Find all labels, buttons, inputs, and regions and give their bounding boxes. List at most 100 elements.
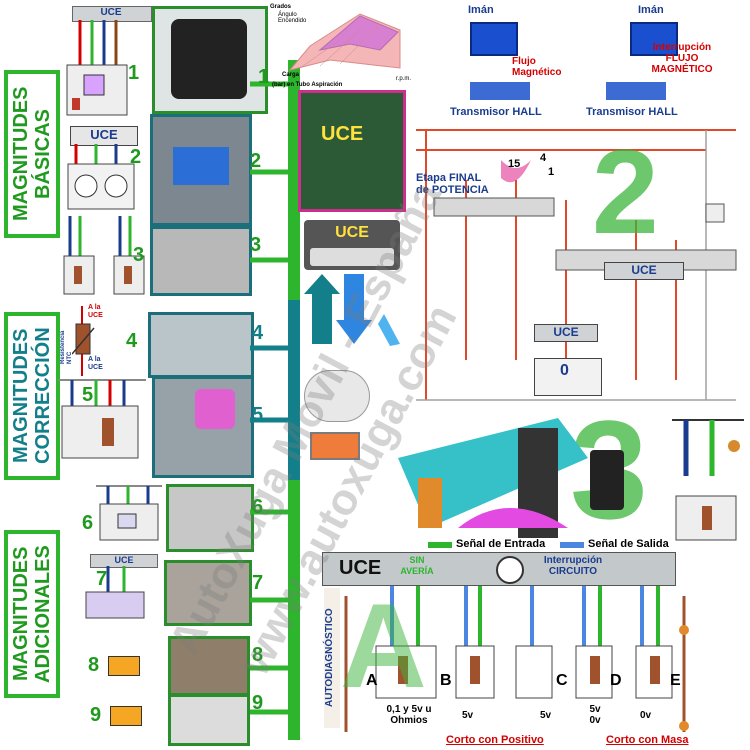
schematic-number-4: 4 <box>126 330 138 352</box>
photo-3-sensor <box>150 226 252 296</box>
schematic-number-3: 3 <box>133 244 145 266</box>
autodiag-circuits <box>344 586 689 732</box>
bus-number-5: 5 <box>252 404 264 426</box>
ignition-map: Grados Ángulo Encendido Carga r.p.m. (ba… <box>268 4 418 90</box>
schematic-number-8: 8 <box>88 654 100 676</box>
schematic-number-2: 2 <box>130 146 142 168</box>
schematic-number-5: 5 <box>82 384 94 406</box>
photo-2-flowmeter <box>150 114 252 226</box>
bus-number-9: 9 <box>252 692 264 714</box>
ecu-box-label: UCE <box>335 224 369 241</box>
schematic-number-9: 9 <box>90 704 102 726</box>
etapa-final-line1: Etapa FINAL <box>416 172 482 184</box>
schematic-number-7: 7 <box>96 568 108 590</box>
letter-a: A <box>366 672 378 689</box>
value-c: 5v <box>540 710 552 721</box>
ntc-a-la-bottom: A la UCE <box>88 356 103 371</box>
label-magnitudes-correccion-text: MAGNITUDES CORRECCIÓN <box>10 327 54 465</box>
photo-4-ntc <box>148 312 254 378</box>
label-magnitudes-basicas: MAGNITUDES BÁSICAS <box>4 70 60 238</box>
schematic-2-drawing <box>67 144 135 210</box>
photo-8-sender <box>168 636 250 696</box>
legend-salida: Señal de Salida <box>588 538 669 550</box>
bus-number-3: 3 <box>250 234 262 256</box>
corto-positivo: Corto con Positivo <box>446 734 544 746</box>
value-a: 0,1 y 5v u Ohmios <box>386 704 432 726</box>
value-b: 5v <box>462 710 474 721</box>
bus-number-6: 6 <box>252 496 264 518</box>
small-right-uce: UCE <box>534 324 598 342</box>
map-carga: Carga <box>282 72 300 78</box>
bus-number-2: 2 <box>250 150 262 172</box>
ntc-a-la-top: A la UCE <box>88 304 103 319</box>
hall-sensor-right <box>606 82 666 100</box>
uce-photo-label: UCE <box>321 123 364 145</box>
small-right-uce-body <box>534 358 602 396</box>
photo-1-throttle <box>152 6 268 114</box>
bottom-uce-label: UCE <box>339 557 382 579</box>
hall-iman-left: Imán <box>468 4 494 16</box>
small-right-zero: 0 <box>560 362 569 379</box>
corto-masa: Corto con Masa <box>606 734 689 746</box>
transistor-icon <box>496 556 524 584</box>
bus-number-8: 8 <box>252 644 264 666</box>
hall-transmisor-right: Transmisor HALL <box>586 106 678 118</box>
map-encendido: Encendido <box>278 18 307 24</box>
photo-5-mixer <box>152 376 254 478</box>
schematic-7-drawing <box>85 566 145 619</box>
switch-8-icon <box>108 656 140 676</box>
map-surface <box>288 13 401 71</box>
value-d: 5v 0v <box>589 704 601 726</box>
letter-b: B <box>440 672 452 689</box>
big-number-2: 2 <box>592 125 659 259</box>
hall-transmisor-left: Transmisor HALL <box>450 106 542 118</box>
map-rpm: r.p.m. <box>396 76 412 82</box>
photo-6-knock <box>166 484 254 552</box>
autodiagnostico-text: AUTODIAGNÓSTICO <box>324 608 335 708</box>
bus-number-1: 1 <box>258 66 270 88</box>
switch-9-icon <box>110 706 142 726</box>
photo-9-switch <box>168 694 250 746</box>
legend-entrada: Señal de Entrada <box>456 538 546 550</box>
letter-c: C <box>556 672 568 689</box>
ecu-arrows <box>304 274 400 346</box>
magnet-right-icon <box>630 22 678 56</box>
schematic-5-drawing <box>58 379 146 459</box>
uce-photo: UCE <box>298 90 406 212</box>
label-magnitudes-adicionales: MAGNITUDES ADICIONALES <box>4 530 60 698</box>
legend-entrada-swatch <box>428 542 452 548</box>
bus-number-7: 7 <box>252 572 264 594</box>
hall-sensor-left <box>470 82 530 100</box>
schematic-3-drawing <box>63 216 145 295</box>
photo-7-lambda <box>164 560 252 626</box>
hall-iman-right: Imán <box>638 4 664 16</box>
crank-sensor-drawing <box>398 418 588 538</box>
etapa-final-line2: de POTENCIA <box>416 184 489 196</box>
magnet-left-icon <box>470 22 518 56</box>
hall-flujo: Flujo Magnético <box>512 56 562 78</box>
right-schematic <box>672 419 744 541</box>
value-e: 0v <box>640 710 652 721</box>
map-bar: (bar) en Tubo Aspiración <box>272 82 343 88</box>
schematic-7-uce-label: UCE <box>114 555 134 565</box>
etapa-pin-4: 4 <box>540 152 547 164</box>
label-magnitudes-correccion: MAGNITUDES CORRECCIÓN <box>4 312 60 480</box>
crank-sensor-photo <box>590 450 624 510</box>
bus-number-4: 4 <box>252 322 264 344</box>
map-angulo: Ángulo <box>278 12 297 18</box>
hall-interrupcion: Interrupción FLUJO MAGNÉTICO <box>651 42 713 75</box>
schematic-2-uce-label: UCE <box>70 126 138 146</box>
central-bus <box>250 60 300 740</box>
label-magnitudes-basicas-text: MAGNITUDES BÁSICAS <box>10 86 54 222</box>
bottom-interrupcion: Interrupción CIRCUITO <box>543 555 603 577</box>
schematic-number-6: 6 <box>82 512 94 534</box>
schematic-1-uce-label: UCE <box>100 7 122 18</box>
label-magnitudes-adicionales-text: MAGNITUDES ADICIONALES <box>10 545 54 683</box>
ntc-drawing <box>72 306 95 376</box>
legend-salida-swatch <box>560 542 584 548</box>
schematic-1-uce-strip: UCE <box>72 6 152 22</box>
autodiagnostico-bar: AUTODIAGNÓSTICO <box>324 588 340 728</box>
schematic-6-drawing <box>96 485 162 541</box>
schematic-1-drawing <box>66 20 128 116</box>
map-grados: Grados <box>270 4 292 10</box>
